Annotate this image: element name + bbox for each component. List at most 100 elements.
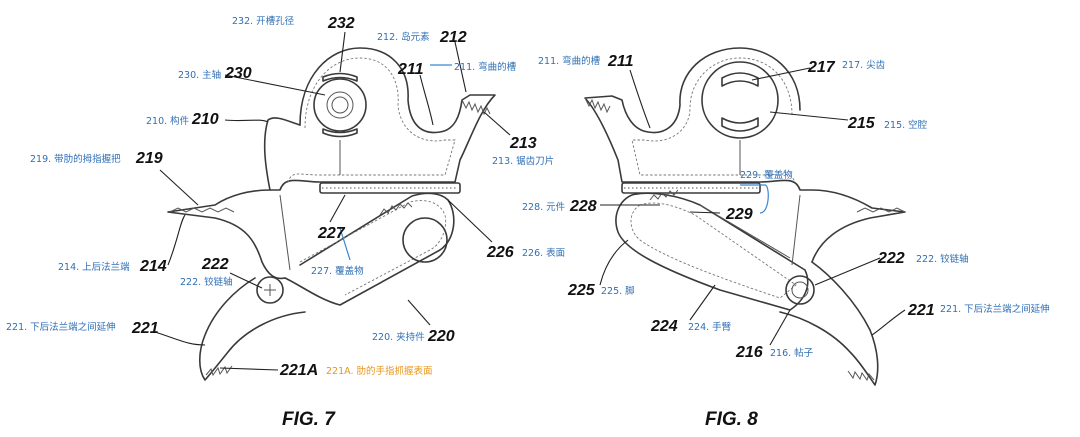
fig7-hinge-axle <box>256 276 284 304</box>
fig8-arm-inner <box>630 202 797 299</box>
ref8-225: 225 <box>567 282 596 299</box>
ref8-228: 228 <box>569 198 597 215</box>
ref8-224: 224 <box>650 318 678 335</box>
cn-220: 220. 夹持件 <box>372 331 425 343</box>
fig7-upper-inner <box>287 57 456 183</box>
ref-220: 220 <box>427 328 455 345</box>
cn-221: 221. 下后法兰端之间延伸 <box>6 321 116 333</box>
fig8-drawing <box>584 47 906 386</box>
fig7-slot-top <box>322 72 358 82</box>
cn-226: 226. 表面 <box>522 247 565 259</box>
fig7-spindle-outer <box>313 78 367 132</box>
fig8-back-line <box>791 194 801 266</box>
fig7-labels: 232. 开槽孔径 232 212. 岛元素 212 230. 主轴 230 2… <box>6 15 565 430</box>
ref8-229: 229 <box>725 206 753 223</box>
leader-222 <box>229 272 263 289</box>
ref-214: 214 <box>139 258 167 275</box>
leader8-221 <box>871 309 906 336</box>
ref-212: 212 <box>439 29 467 46</box>
ref-227: 227 <box>317 225 346 242</box>
ref8-221: 221 <box>907 302 935 319</box>
fig7-cover-bar <box>319 182 461 194</box>
ref-222: 222 <box>201 256 229 273</box>
ref8-217: 217 <box>807 59 836 76</box>
leader8-222 <box>814 257 881 286</box>
fig8-element-line <box>699 204 791 259</box>
fig8-blade-teeth <box>584 97 611 114</box>
fig8-gear-teeth <box>649 189 679 201</box>
ref8-222: 222 <box>877 250 905 267</box>
ref-230: 230 <box>224 65 252 82</box>
ref8-216: 216 <box>735 344 763 361</box>
ref-221a: 221A <box>279 362 318 379</box>
fig7-spindle-core <box>331 96 349 114</box>
fig8-labels: 211. 弯曲的槽 211 217 217. 尖齿 215 215. 空腔 22… <box>522 53 1050 430</box>
leader8-211 <box>629 69 651 129</box>
ref-213: 213 <box>509 135 537 152</box>
fig7-lower-jaw <box>198 277 306 381</box>
cn-221a: 221A. 肋的手指抓握表面 <box>326 365 433 377</box>
cn-214: 214. 上后法兰端 <box>58 261 130 273</box>
cn8-224: 224. 手臂 <box>688 321 732 333</box>
leader-211 <box>419 74 434 126</box>
cn-227: 227. 覆盖物 <box>311 265 364 277</box>
leader-210 <box>224 119 269 123</box>
leader-214 <box>167 214 186 266</box>
cn-232: 232. 开槽孔径 <box>232 15 295 27</box>
cn-222: 222. 铰链轴 <box>180 276 233 288</box>
fig7-leaders <box>154 31 511 371</box>
fig8-hinge-post <box>785 275 815 305</box>
ref-210: 210 <box>191 111 219 128</box>
fig8-prong-top <box>721 72 759 87</box>
fig7-lower-clamp <box>284 192 455 306</box>
leader8-215 <box>769 111 849 121</box>
leader-213 <box>483 111 511 136</box>
cn8-216: 216. 帖子 <box>770 347 814 359</box>
cn-219: 219. 带肋的拇指握把 <box>30 153 121 165</box>
fig7-title: FIG. 7 <box>282 409 336 430</box>
fig8-hinge-core <box>791 281 809 299</box>
ref-219: 219 <box>135 150 163 167</box>
blue-227 <box>339 227 351 261</box>
ref-221: 221 <box>131 320 159 337</box>
fig7-drawing <box>167 47 496 381</box>
leader-232 <box>339 31 346 73</box>
fig8-cover-bar <box>621 182 761 194</box>
leader-221 <box>154 331 206 346</box>
cn-212: 212. 岛元素 <box>377 31 430 43</box>
fig7-upper-back <box>263 117 301 191</box>
fig7-lower-boss <box>402 217 448 263</box>
leader8-224 <box>689 284 716 321</box>
ref8-215: 215 <box>847 115 876 132</box>
fig7-blade-teeth <box>461 99 491 116</box>
leader8-217 <box>751 67 811 81</box>
leader8-216 <box>769 309 791 346</box>
leader-220 <box>407 299 431 326</box>
fig8-thumb-ribs <box>856 207 906 213</box>
fig8-lower-jaw <box>779 261 879 386</box>
fig8-cavity-outline <box>701 61 779 139</box>
cn8-221: 221. 下后法兰端之间延伸 <box>940 303 1050 315</box>
fig7-spindle-inner <box>326 91 354 119</box>
ref-226: 226 <box>486 244 514 261</box>
leader-226 <box>447 199 493 243</box>
leader-219 <box>159 169 199 206</box>
ref-232: 232 <box>327 15 355 32</box>
ref-211: 211 <box>397 61 424 78</box>
fig8-finger-ribs <box>847 370 875 382</box>
leader-221a <box>219 367 279 371</box>
fig7-lower-inner <box>299 200 447 296</box>
cn8-229: 229. 覆盖物 <box>740 169 793 181</box>
fig7-slot-bottom <box>322 128 358 138</box>
blue8-229 <box>740 184 769 214</box>
leader8-225 <box>599 239 629 286</box>
cn8-225: 225. 脚 <box>601 286 635 297</box>
cn8-215: 215. 空腔 <box>884 119 928 131</box>
cn8-217: 217. 尖齿 <box>842 59 886 71</box>
fig8-leaders <box>599 67 906 346</box>
fig7-gear-teeth <box>379 202 413 216</box>
cn-213: 213. 锯齿刀片 <box>492 155 554 167</box>
fig7-finger-ribs <box>205 365 233 377</box>
fig8-title: FIG. 8 <box>705 409 758 430</box>
